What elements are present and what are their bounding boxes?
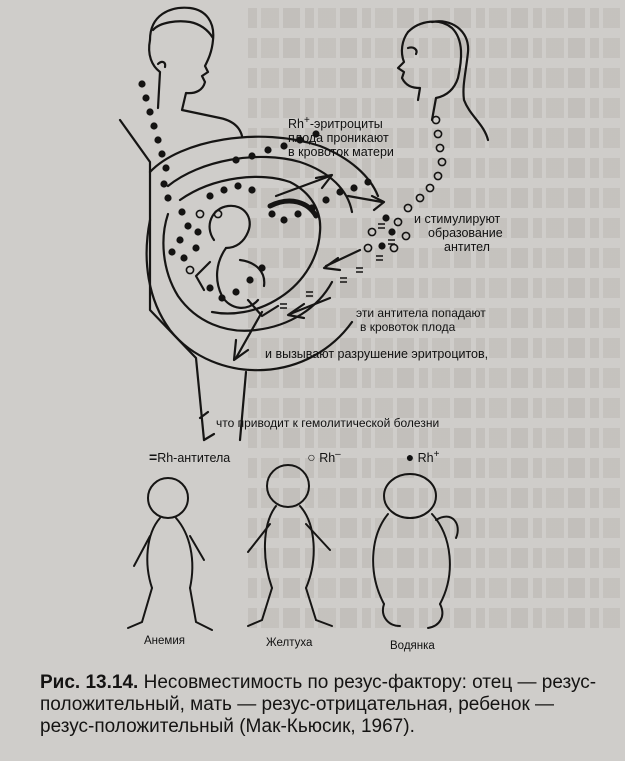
label-rh-cells-sup: + (303, 115, 310, 126)
legend-rh-positive: ● Rh+ (405, 449, 440, 466)
figure-caption: Рис. 13.14. Несовместимость по резус-фак… (40, 672, 600, 738)
legend-rh-positive-label: Rh (417, 451, 434, 466)
label-stimulate: и стимулируют образование антител (414, 212, 503, 254)
baby-hydrops (372, 473, 459, 629)
legend-antibody: =Rh-антитела (149, 449, 231, 466)
label-stimulate-line1: и стимулируют (414, 212, 501, 226)
label-stimulate-line3: антител (444, 240, 490, 254)
rh-antibodies (280, 223, 395, 309)
label-antibodies-line1: эти антитела попадают (356, 306, 486, 320)
legend-rh-negative: ○ Rh– (307, 449, 341, 466)
label-antibodies-line2: в кровоток плода (360, 320, 456, 334)
open-circle-icon: ○ (307, 449, 316, 466)
legend-rh-negative-label: Rh (319, 451, 336, 466)
baby-caption-hydrops: Водянка (390, 640, 435, 652)
legend-rh-negative-sup: – (335, 449, 341, 460)
label-rh-cells-suffix: -эритроциты (309, 117, 383, 132)
baby-caption-anemia: Анемия (144, 635, 185, 647)
baby-caption-jaundice: Желтуха (266, 637, 313, 649)
legend-rh-positive-sup: + (433, 449, 440, 460)
label-stimulate-line2: образование (428, 226, 503, 240)
baby-anemia (127, 477, 213, 631)
mother-head (396, 20, 490, 142)
antibody-symbol-icon: = (149, 449, 158, 466)
label-rh-cells: Rh+-эритроциты плода проникают в кровото… (288, 114, 394, 159)
figure-caption-text: Несовместимость по резус-фактору: отец —… (40, 672, 597, 737)
label-rh-cells-line3: в кровоток матери (288, 145, 394, 160)
mother-abdomen (145, 135, 380, 442)
legend-antibody-label: Rh-антитела (157, 451, 231, 466)
fetus (194, 204, 280, 318)
filled-circle-icon: ● (405, 449, 415, 466)
label-rh-cells-line2: плода проникают (288, 131, 389, 146)
figure-number: Рис. 13.14. (40, 672, 139, 693)
label-hemolytic: что приводит к гемолитической болезни (216, 416, 440, 430)
rh-incompatibility-illustration (118, 6, 490, 631)
legend: =Rh-антитела ○ Rh– ● Rh+ (149, 448, 439, 465)
label-rh-cells-rh: Rh (288, 117, 304, 132)
label-antibodies: эти антитела попадают в кровоток плода (356, 306, 486, 334)
rh-positive-cells (138, 80, 396, 302)
baby-jaundice (247, 464, 333, 627)
label-destroy: и вызывают разрушение эритроцитов, (265, 347, 489, 361)
father-head (148, 6, 244, 138)
